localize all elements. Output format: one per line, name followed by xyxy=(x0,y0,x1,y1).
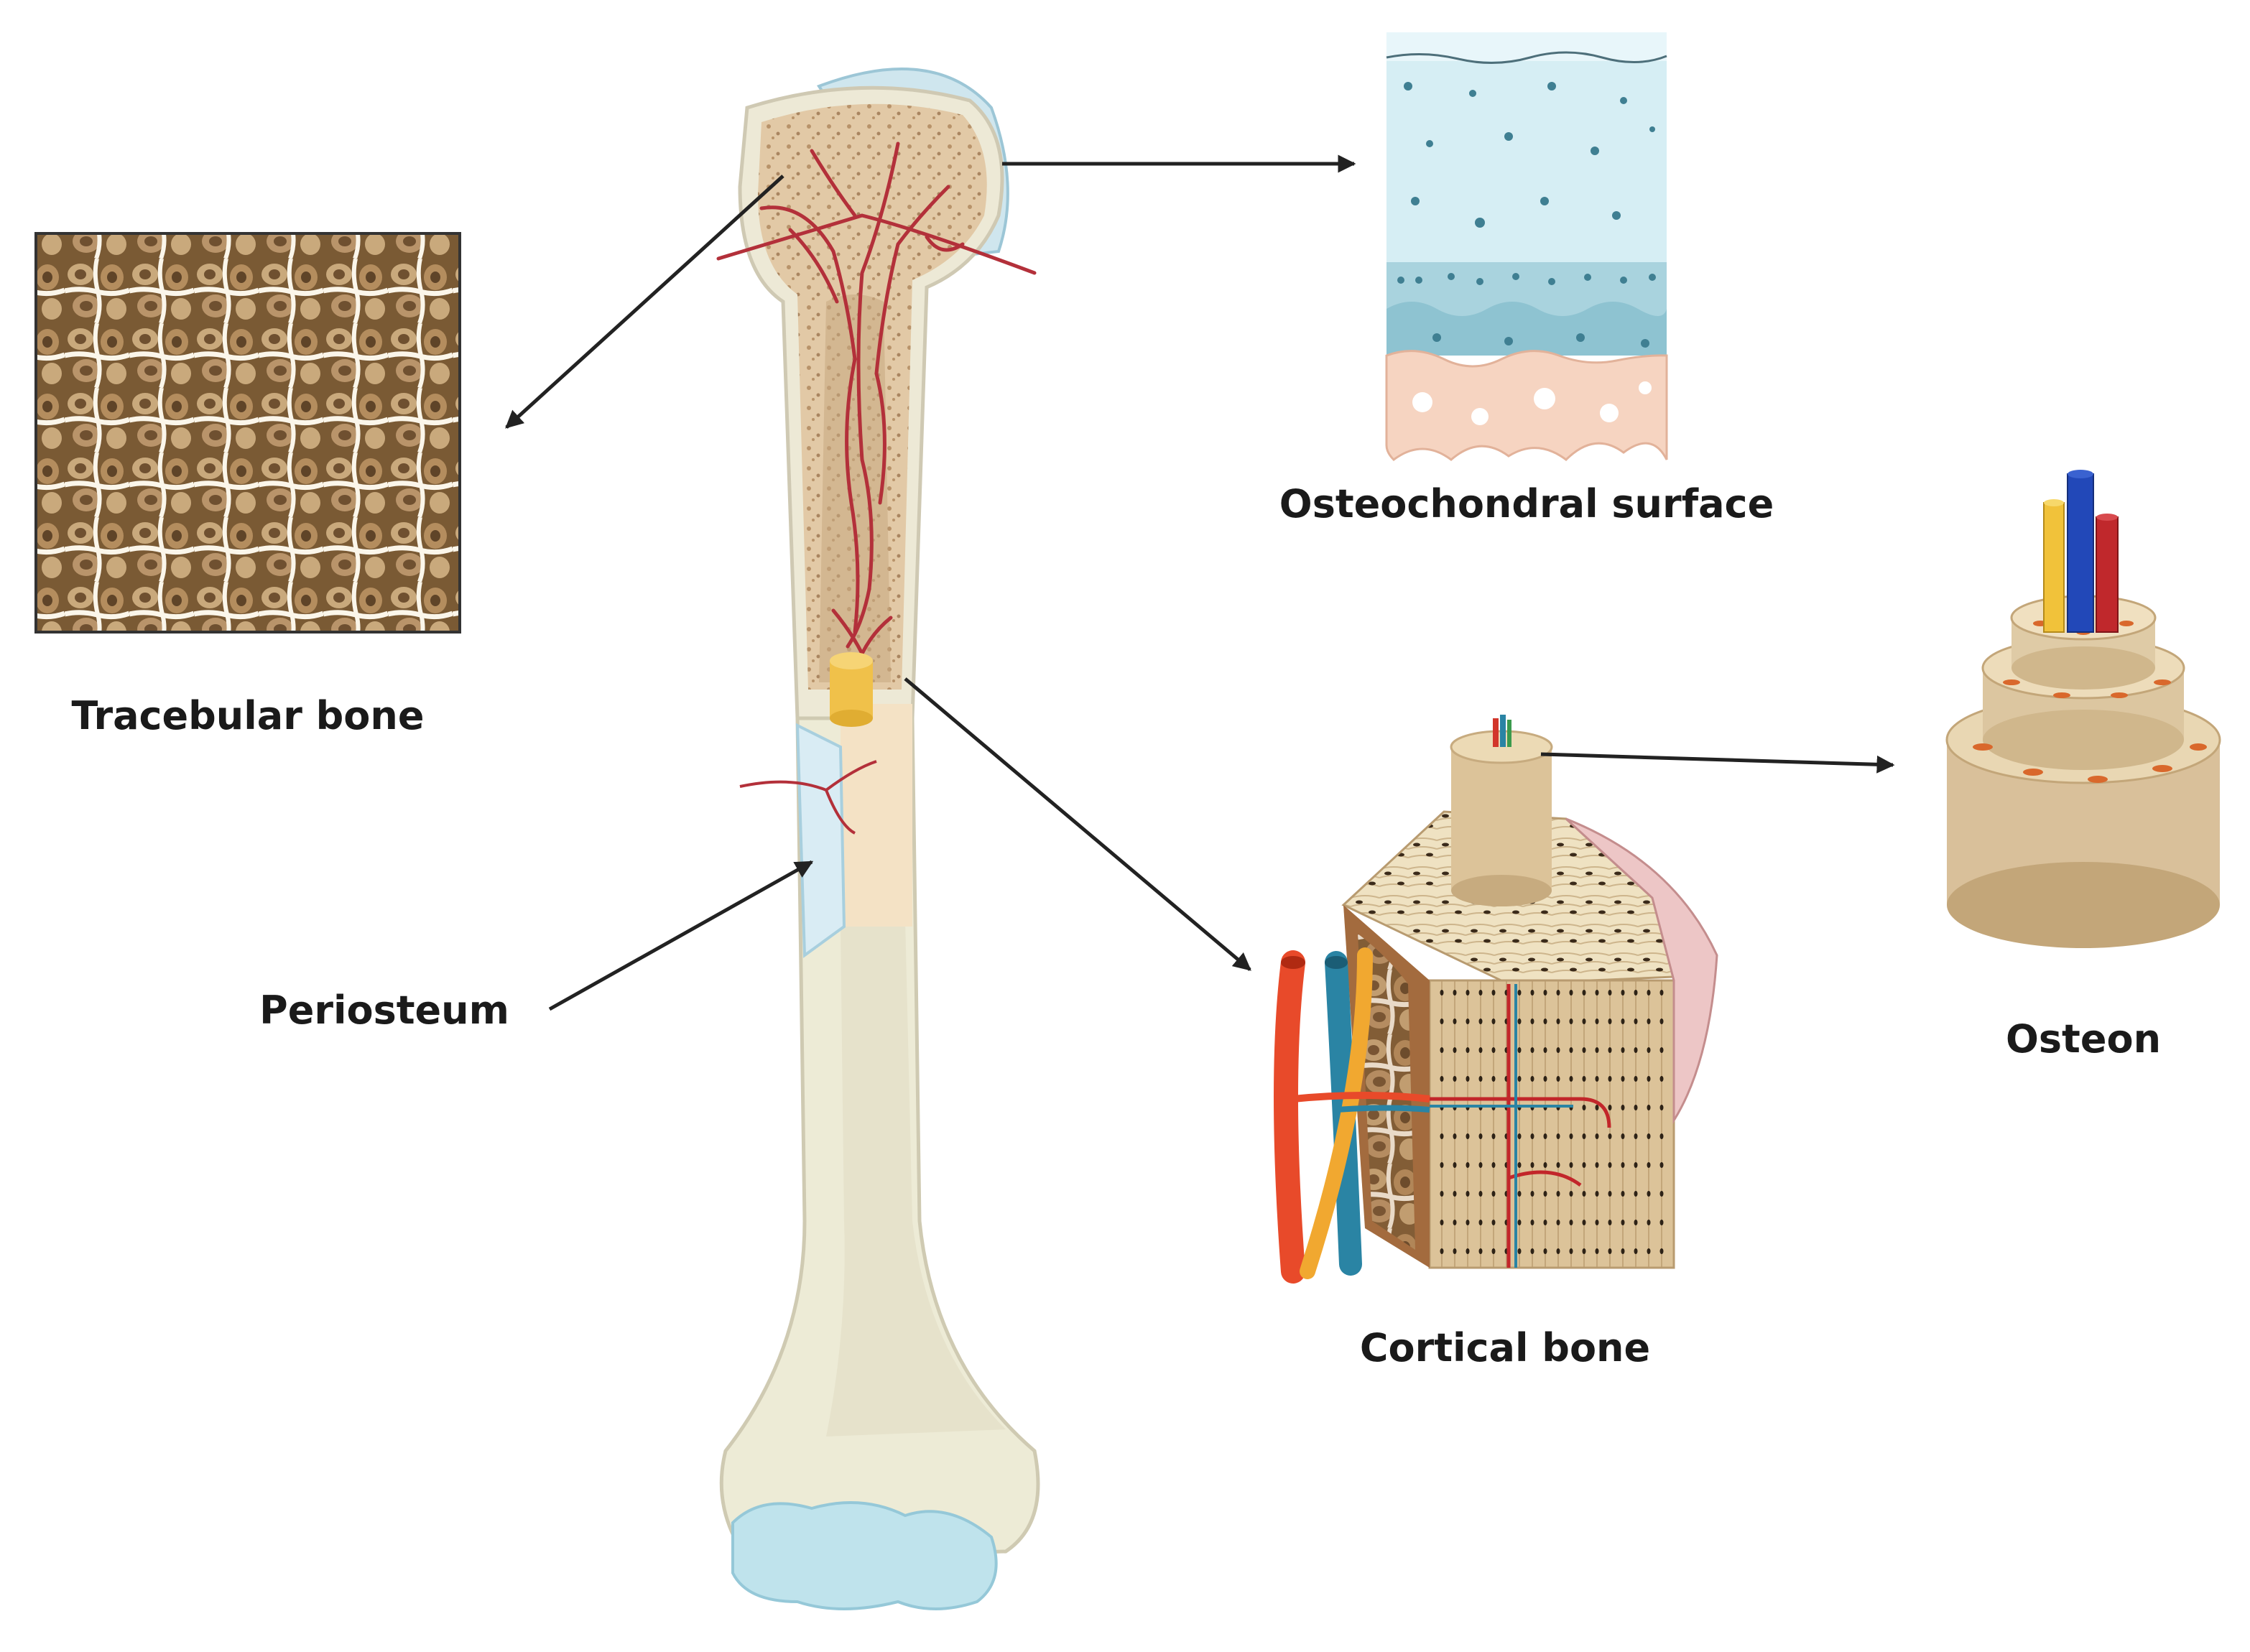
protruding-osteon xyxy=(1450,715,1553,906)
cortical-bone-illustration xyxy=(1274,715,1718,1284)
arrow-to-periosteum xyxy=(548,860,814,1011)
osteochondral-surface-label: Osteochondral surface xyxy=(1279,481,1774,526)
central-canal-vessels xyxy=(2043,470,2119,633)
trabecular-bone-illustration xyxy=(34,232,461,634)
arrow-to-osteon xyxy=(1540,752,1895,774)
arrow-to-trabecular xyxy=(505,175,784,429)
cortical-bone-label: Cortical bone xyxy=(1360,1325,1650,1370)
arrow-to-cortical xyxy=(904,677,1251,971)
femur-bone xyxy=(716,68,1040,1610)
cortical-sample-cylinder xyxy=(830,652,873,727)
osteochondral-surface-illustration xyxy=(1385,32,1668,461)
external-blood-vessels xyxy=(1274,947,1430,1284)
osteon-illustration xyxy=(1945,470,2221,948)
periosteum-flap xyxy=(795,723,846,958)
pointer-arrows xyxy=(505,154,1895,1011)
osteon-label: Osteon xyxy=(2006,1016,2161,1062)
distal-cartilage xyxy=(731,1501,998,1610)
trabecular-bone-label: Tracebular bone xyxy=(72,693,425,738)
nutrient-vessels xyxy=(716,141,1037,658)
periosteum-label: Periosteum xyxy=(259,988,509,1033)
